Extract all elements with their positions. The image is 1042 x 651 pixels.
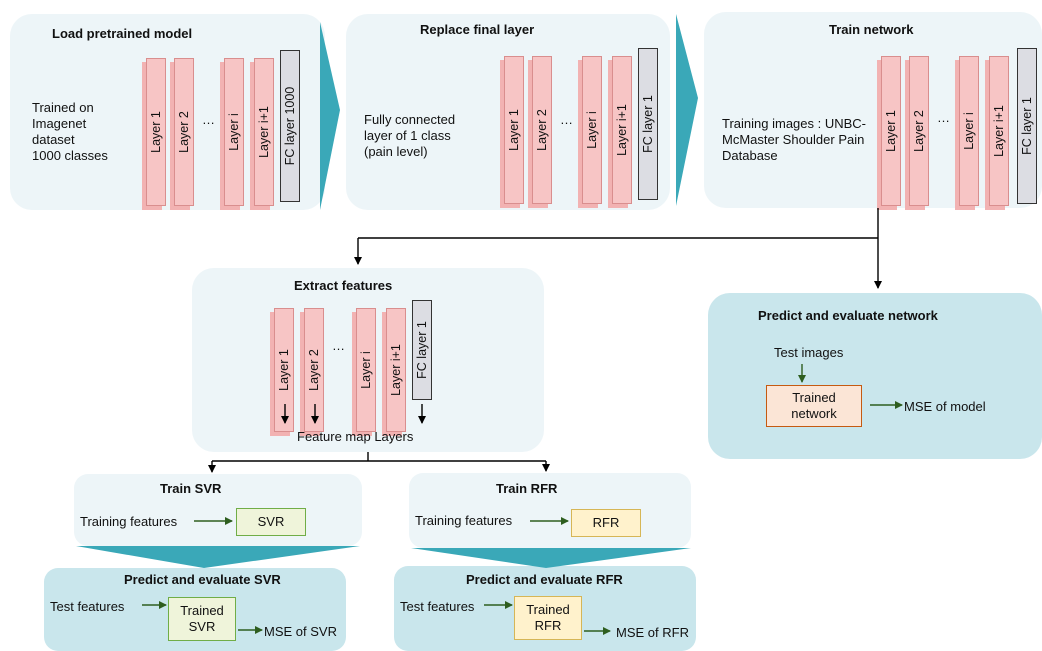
fc-layer-block: FC layer 1000 xyxy=(280,50,300,202)
mse-svr-label: MSE of SVR xyxy=(264,624,337,639)
layer-block: Layer 2 xyxy=(304,308,324,432)
train-rfr-title: Train RFR xyxy=(496,481,558,496)
layer-block: Layer i xyxy=(224,58,244,206)
train-network-title: Train network xyxy=(829,22,914,37)
ellipsis: … xyxy=(560,112,573,127)
flow-funnel xyxy=(411,548,691,568)
training-features-label: Training features xyxy=(415,513,513,528)
extract-features-panel: Extract features Layer 1 Layer 2 … Layer… xyxy=(192,268,544,452)
svr-box: SVR xyxy=(236,508,306,536)
predict-svr-panel: Predict and evaluate SVR Test features T… xyxy=(44,568,346,651)
layer-block: Layer i+1 xyxy=(386,308,406,432)
layer-block: Layer 2 xyxy=(909,56,929,206)
load-pretrained-desc: Trained on Imagenet dataset 1000 classes xyxy=(32,100,108,163)
flow-chevron xyxy=(676,14,698,206)
predict-rfr-panel: Predict and evaluate RFR Test features T… xyxy=(394,566,696,651)
layer-block: Layer i+1 xyxy=(612,56,632,204)
layer-block: Layer i xyxy=(959,56,979,206)
test-images-label: Test images xyxy=(774,345,844,360)
test-features-label: Test features xyxy=(50,599,125,614)
feature-map-caption: Feature map Layers xyxy=(297,429,414,444)
predict-svr-title: Predict and evaluate SVR xyxy=(124,572,281,587)
layer-block: Layer i+1 xyxy=(989,56,1009,206)
trained-network-box: Trained network xyxy=(766,385,862,427)
replace-final-layer-title: Replace final layer xyxy=(420,22,535,37)
rfr-box: RFR xyxy=(571,509,641,537)
trained-svr-box: Trained SVR xyxy=(168,597,236,641)
train-network-panel: Train network Layer 1 Layer 2 … Layer i … xyxy=(704,12,1042,208)
fc-layer-block: FC layer 1 xyxy=(1017,48,1037,204)
replace-final-layer-desc: Fully connected layer of 1 class (pain l… xyxy=(364,112,456,159)
load-pretrained-title: Load pretrained model xyxy=(52,26,193,41)
flow-chevron xyxy=(320,22,340,210)
training-features-label: Training features xyxy=(80,514,178,529)
predict-network-panel: Predict and evaluate network Test images… xyxy=(708,293,1042,459)
layer-block: Layer 2 xyxy=(174,58,194,206)
layer-block: Layer i xyxy=(582,56,602,204)
train-svr-title: Train SVR xyxy=(160,481,222,496)
layer-block: Layer 1 xyxy=(146,58,166,206)
mse-model-label: MSE of model xyxy=(904,399,986,414)
test-features-label: Test features xyxy=(400,599,475,614)
layer-block: Layer 1 xyxy=(274,308,294,432)
mse-rfr-label: MSE of RFR xyxy=(616,625,689,640)
ellipsis: … xyxy=(332,338,345,353)
layer-block: Layer 1 xyxy=(881,56,901,206)
train-network-desc: Training images : UNBC- McMaster Shoulde… xyxy=(722,116,867,163)
predict-network-title: Predict and evaluate network xyxy=(758,308,938,323)
load-pretrained-panel: Load pretrained model Trained on Imagene… xyxy=(10,14,325,210)
replace-final-layer-panel: Replace final layer Fully connected laye… xyxy=(346,14,670,210)
ellipsis: … xyxy=(937,110,950,125)
extract-features-title: Extract features xyxy=(294,278,393,293)
layer-block: Layer 2 xyxy=(532,56,552,204)
train-svr-panel: Train SVR Training features SVR xyxy=(74,474,362,546)
flow-funnel xyxy=(76,546,360,568)
fc-layer-block: FC layer 1 xyxy=(638,48,658,200)
layer-block: Layer 1 xyxy=(504,56,524,204)
layer-block: Layer i xyxy=(356,308,376,432)
train-rfr-panel: Train RFR Training features RFR xyxy=(409,473,691,548)
trained-rfr-box: Trained RFR xyxy=(514,596,582,640)
predict-rfr-title: Predict and evaluate RFR xyxy=(466,572,623,587)
fc-layer-block: FC layer 1 xyxy=(412,300,432,400)
layer-block: Layer i+1 xyxy=(254,58,274,206)
ellipsis: … xyxy=(202,112,215,127)
